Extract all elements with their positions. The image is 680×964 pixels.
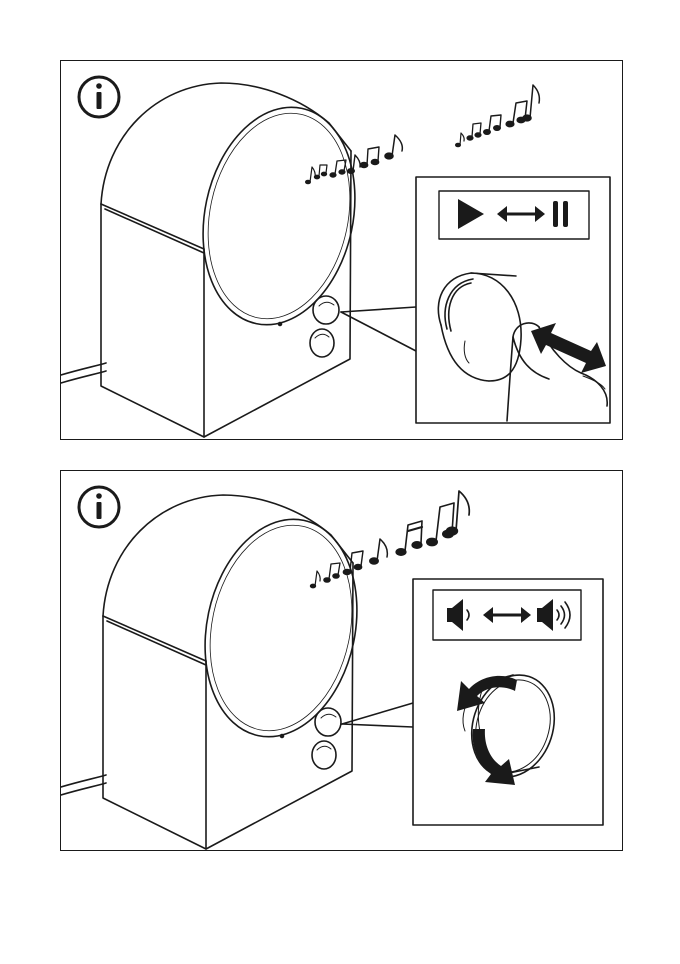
play-pause-knob[interactable] <box>313 296 339 324</box>
volume-panel <box>60 470 623 851</box>
music-notes-icon <box>306 85 540 184</box>
volume-knob[interactable] <box>310 329 334 357</box>
info-icon <box>79 487 119 527</box>
play-pause-panel <box>60 60 623 440</box>
power-cable <box>61 775 106 795</box>
speaker <box>101 83 374 437</box>
speaker-led <box>281 735 284 738</box>
play-pause-knob[interactable] <box>312 741 336 769</box>
speaker <box>103 495 376 849</box>
power-cable <box>61 363 106 383</box>
callout-box <box>413 579 603 825</box>
volume-knob[interactable] <box>315 708 341 736</box>
callout-box <box>416 177 610 423</box>
speaker-grille <box>184 93 375 339</box>
info-icon <box>79 77 119 117</box>
callout-leader <box>341 307 416 351</box>
speaker-led <box>279 323 282 326</box>
speaker-grille <box>186 505 377 751</box>
